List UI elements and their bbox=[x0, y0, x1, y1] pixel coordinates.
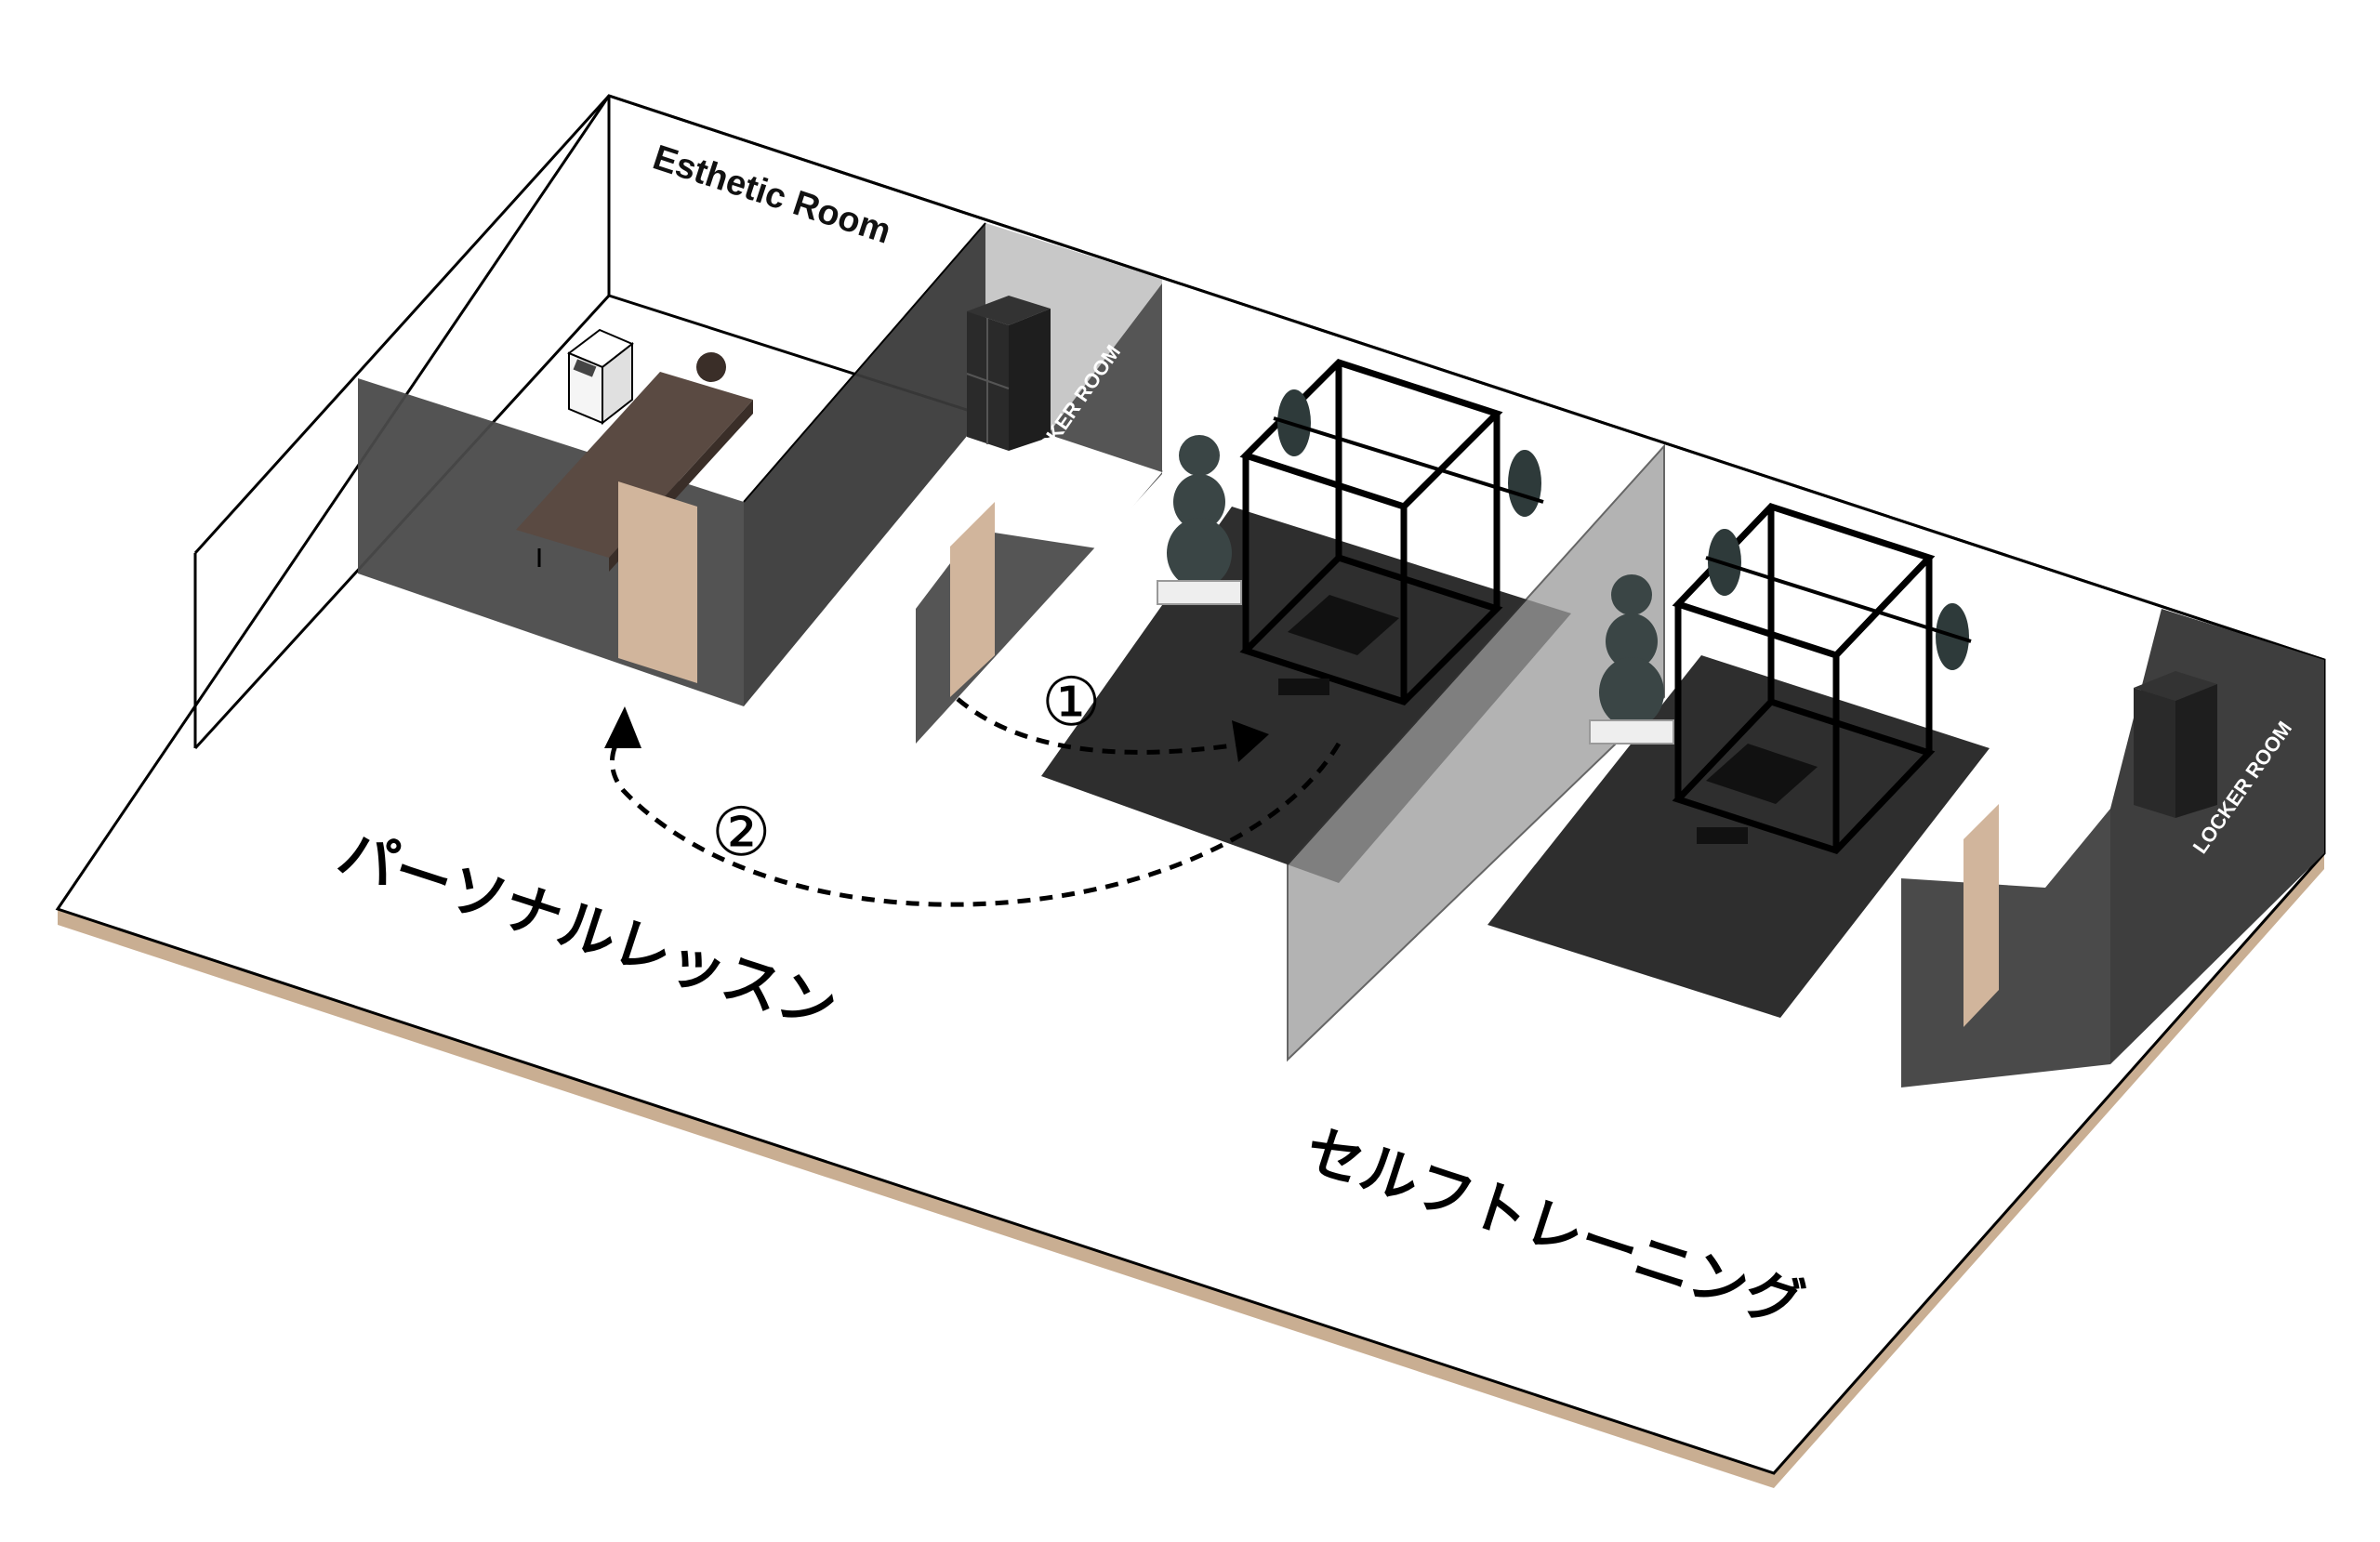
plate-rack-left bbox=[1157, 435, 1242, 605]
plate-rack-right bbox=[1589, 574, 1674, 745]
machine-icon bbox=[567, 328, 634, 426]
bench-right-icon bbox=[1697, 744, 1818, 844]
locker-right-icon bbox=[2134, 671, 2217, 818]
bench-icon bbox=[1278, 595, 1399, 695]
power-rack-icon bbox=[1239, 359, 1503, 705]
route-arrow-1-head bbox=[1232, 720, 1269, 762]
back-wall-top bbox=[608, 94, 2325, 662]
locker-room-left-door bbox=[950, 502, 995, 697]
weight-plate-right-icon bbox=[1705, 529, 1972, 670]
route-arrow-2 bbox=[609, 732, 1342, 907]
floor-edge bbox=[58, 909, 1774, 1488]
locker-room-left-top bbox=[916, 414, 1162, 548]
floor-edge-right bbox=[1774, 853, 2324, 1488]
locker-icon bbox=[966, 296, 1051, 451]
left-wall-top bbox=[193, 94, 611, 555]
power-rack-right-icon bbox=[1672, 502, 1936, 855]
esthetic-room-door bbox=[618, 481, 697, 683]
glass-partition bbox=[1287, 443, 1665, 1062]
locker-room-right-top bbox=[1901, 799, 2110, 888]
weight-plate-icon bbox=[1273, 389, 1544, 517]
step-1-label: ① bbox=[1041, 663, 1102, 741]
route-arrow-2-head bbox=[604, 706, 641, 748]
step-2-label: ② bbox=[711, 793, 772, 871]
esthetic-room-side-wall bbox=[744, 223, 985, 706]
esthetic-room-wall-top bbox=[743, 222, 986, 503]
locker-room-right-door bbox=[1964, 804, 1999, 1027]
